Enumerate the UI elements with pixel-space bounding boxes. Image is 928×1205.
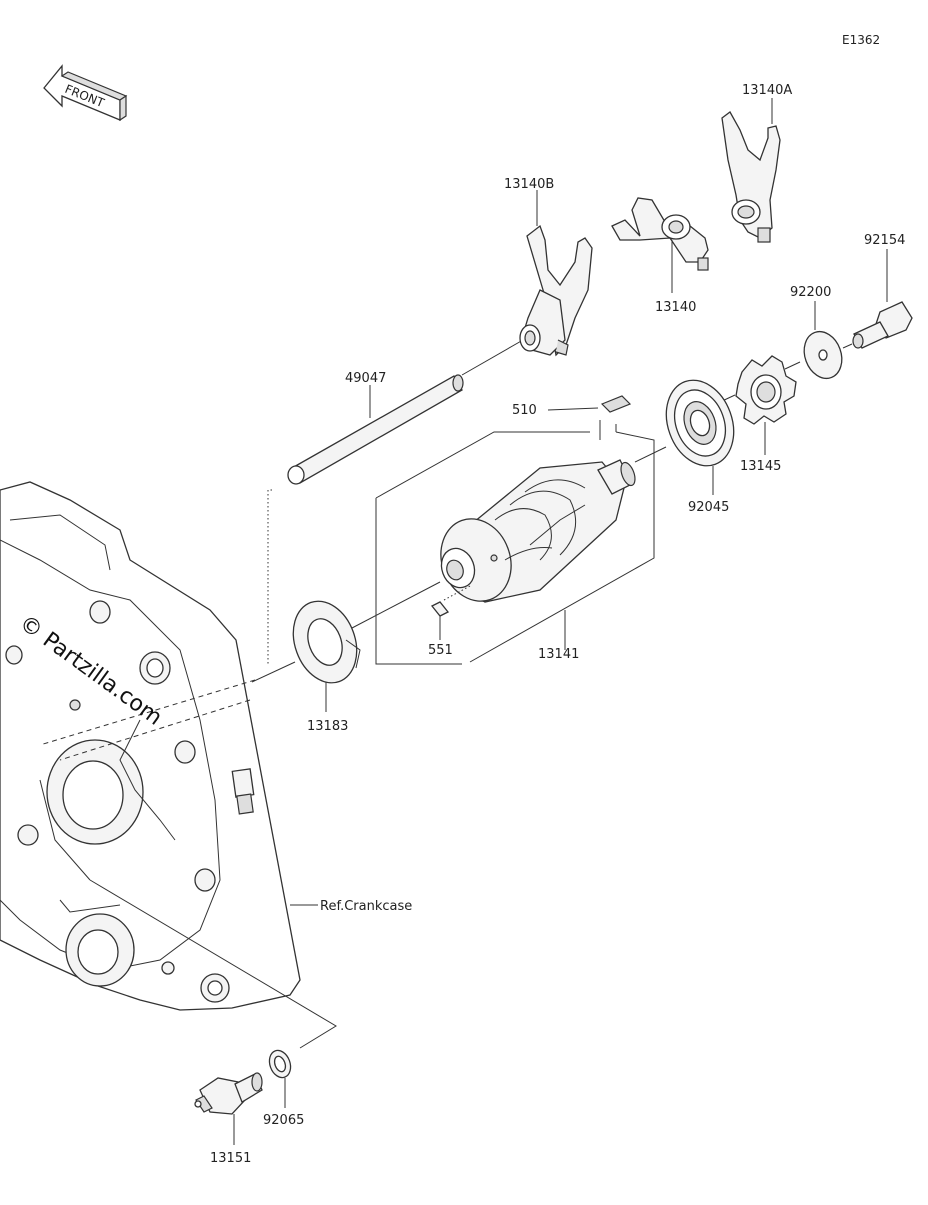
washer-13183 (292, 600, 361, 684)
label-551: 551 (428, 643, 453, 658)
label-13140a: 13140A (742, 83, 792, 98)
pin-551 (430, 601, 450, 617)
label-13151: 13151 (210, 1151, 251, 1166)
drum-axis-dash (59, 699, 251, 761)
label-92200: 92200 (790, 285, 831, 300)
washer-92065 (268, 1049, 292, 1079)
shift-drum-13141 (440, 459, 636, 603)
figure-id: E1362 (842, 33, 880, 47)
label-13140: 13140 (655, 300, 696, 315)
label-92045: 92045 (688, 500, 729, 515)
label-49047: 49047 (345, 371, 386, 386)
neutral-switch-13151 (194, 1072, 263, 1115)
label-13145: 13145 (740, 459, 781, 474)
label-13140b: 13140B (504, 177, 554, 192)
shaft-axis-dash (39, 679, 256, 746)
label-92154: 92154 (864, 233, 905, 248)
label-510: 510 (512, 403, 537, 418)
shift-fork-shaft-49047 (287, 374, 464, 485)
shift-drum-assembly-bracket (375, 424, 655, 665)
front-arrow-icon: FRONT (43, 64, 128, 122)
shift-fork-13140 (611, 197, 709, 271)
label-92065: 92065 (263, 1113, 304, 1128)
crankcase-reference (0, 481, 301, 1011)
washer-92200 (803, 330, 843, 380)
bolt-92154 (852, 301, 913, 349)
bearing-92045 (665, 379, 735, 467)
key-510 (600, 395, 632, 413)
label-13183: 13183 (307, 719, 348, 734)
shift-fork-13140b (519, 224, 593, 357)
reference-label: Ref.Crankcase (320, 899, 412, 914)
shift-drum-gear-13145 (735, 355, 797, 425)
shift-fork-13140a (721, 111, 781, 243)
label-13141: 13141 (538, 647, 579, 662)
